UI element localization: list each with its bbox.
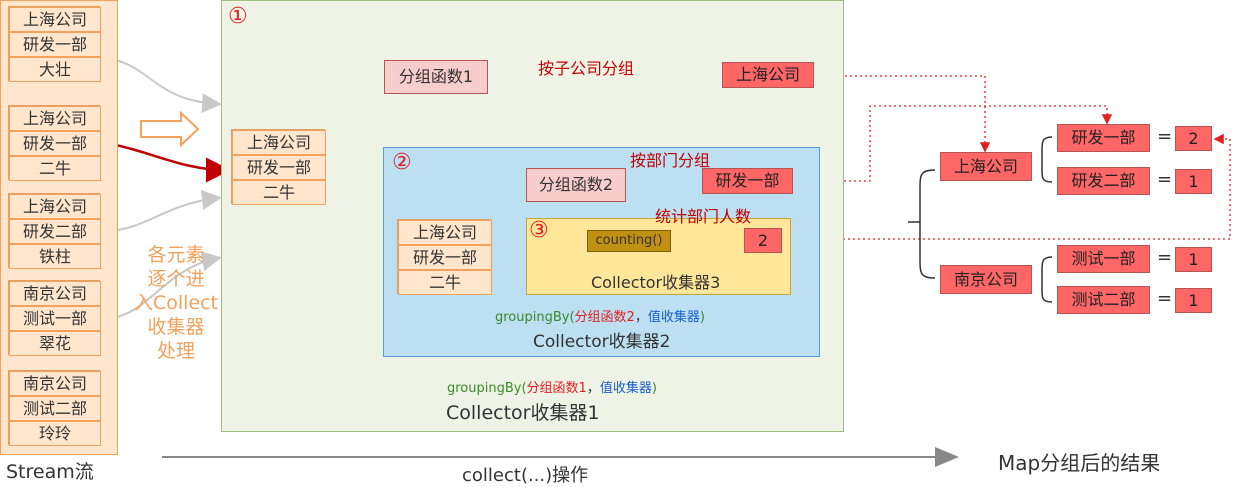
count-value: 2 — [744, 228, 782, 253]
dept-cell: 研发二部 — [9, 219, 101, 244]
grouping-prefix: groupingBy( — [447, 381, 527, 396]
result-count: 1 — [1175, 169, 1212, 194]
note-line: 入Collect — [133, 292, 219, 314]
dept-cell: 测试一部 — [9, 306, 101, 331]
dept-cell: 测试二部 — [9, 396, 101, 421]
equals-sign: = — [1157, 169, 1173, 190]
step-marker-3: ③ — [529, 218, 549, 243]
hollow-arrow-icon — [140, 110, 200, 148]
name-cell: 翠花 — [9, 331, 101, 356]
grouping-suffix: ) — [651, 381, 657, 396]
equals-sign: = — [1157, 288, 1173, 309]
grouping-expr-2: groupingBy(分组函数2，值收集器) — [495, 306, 705, 325]
dept-cell: 研发一部 — [232, 155, 326, 180]
result-dept: 研发一部 — [1057, 124, 1150, 152]
equals-sign: = — [1157, 247, 1173, 268]
result-dept: 研发二部 — [1057, 167, 1150, 195]
count-label: 统计部门人数 — [655, 207, 752, 226]
group-fn2-box: 分组函数2 — [526, 168, 626, 202]
step-marker-2: ② — [392, 150, 412, 175]
grouping-sep: ， — [586, 381, 600, 396]
company-cell: 上海公司 — [232, 130, 326, 155]
input-arrow — [99, 140, 231, 183]
dept-cell: 研发一部 — [9, 32, 101, 57]
stream-group: 上海公司 研发一部 二牛 — [8, 105, 101, 181]
dotted-link — [794, 105, 1113, 182]
dept-cell: 研发一部 — [398, 245, 492, 270]
collector2-name: Collector收集器2 — [533, 332, 671, 352]
grouping-prefix: groupingBy( — [495, 310, 575, 325]
grouping-sep: ， — [634, 310, 648, 325]
company-cell: 上海公司 — [9, 106, 101, 131]
collector1-element: 上海公司 研发一部 二牛 — [231, 129, 326, 205]
stream-caption: Stream流 — [6, 461, 94, 483]
grouping-fn: 分组函数1 — [526, 381, 587, 396]
dotted-link — [815, 75, 991, 153]
sh-brace — [1041, 136, 1053, 183]
note-line: 逐个进 — [147, 268, 205, 290]
by-company-label: 按子公司分组 — [538, 59, 635, 78]
grouping-value: 值收集器 — [647, 310, 700, 325]
result-count: 2 — [1175, 126, 1212, 151]
result-count: 1 — [1175, 288, 1212, 313]
grouping-expr-1: groupingBy(分组函数1，值收集器) — [447, 377, 657, 396]
company-cell: 上海公司 — [398, 220, 492, 245]
stream-group: 南京公司 测试一部 翠花 — [8, 280, 101, 356]
grouping-suffix: ) — [699, 310, 705, 325]
name-cell: 二牛 — [9, 156, 101, 181]
key-dept: 研发一部 — [702, 168, 793, 194]
note-line: 收集器 — [147, 316, 205, 338]
company-cell: 南京公司 — [9, 281, 101, 306]
result-count: 1 — [1175, 247, 1212, 272]
grouping-value: 值收集器 — [599, 381, 652, 396]
company-cell: 南京公司 — [9, 371, 101, 396]
company-cell: 上海公司 — [9, 194, 101, 219]
group-fn1-box: 分组函数1 — [384, 60, 488, 94]
operation-label: collect(...)操作 — [462, 465, 589, 486]
step-marker-1: ① — [228, 4, 248, 29]
outer-brace — [919, 169, 936, 279]
name-cell: 二牛 — [398, 270, 492, 295]
nj-brace — [1041, 256, 1053, 303]
note-line: 处理 — [156, 340, 195, 362]
stream-group: 南京公司 测试二部 玲玲 — [8, 370, 101, 446]
result-company-nanjing: 南京公司 — [940, 265, 1032, 294]
grouping-fn: 分组函数2 — [574, 310, 635, 325]
note-line: 各元素 — [147, 244, 205, 266]
by-dept-label: 按部门分组 — [630, 151, 711, 170]
equals-sign: = — [1157, 126, 1173, 147]
result-title: Map分组后的结果 — [998, 451, 1161, 475]
counting-box: counting() — [587, 230, 671, 252]
stream-group: 上海公司 研发一部 大壮 — [8, 6, 101, 82]
collector1-name: Collector收集器1 — [446, 402, 600, 424]
company-cell: 上海公司 — [9, 7, 101, 32]
collector3-name: Collector收集器3 — [591, 273, 721, 292]
name-cell: 二牛 — [232, 180, 326, 205]
key-shanghai: 上海公司 — [722, 62, 814, 88]
result-dept: 测试一部 — [1057, 245, 1150, 273]
result-dept: 测试二部 — [1057, 286, 1150, 314]
dotted-link — [783, 133, 1231, 240]
name-cell: 玲玲 — [9, 421, 101, 446]
result-company-shanghai: 上海公司 — [940, 152, 1032, 181]
stream-group: 上海公司 研发二部 铁柱 — [8, 193, 101, 269]
name-cell: 大壮 — [9, 57, 101, 82]
collector2-element: 上海公司 研发一部 二牛 — [397, 219, 492, 295]
name-cell: 铁柱 — [9, 244, 101, 269]
dept-cell: 研发一部 — [9, 131, 101, 156]
process-note: 各元素 逐个进 入Collect 收集器 处理 — [126, 243, 226, 363]
